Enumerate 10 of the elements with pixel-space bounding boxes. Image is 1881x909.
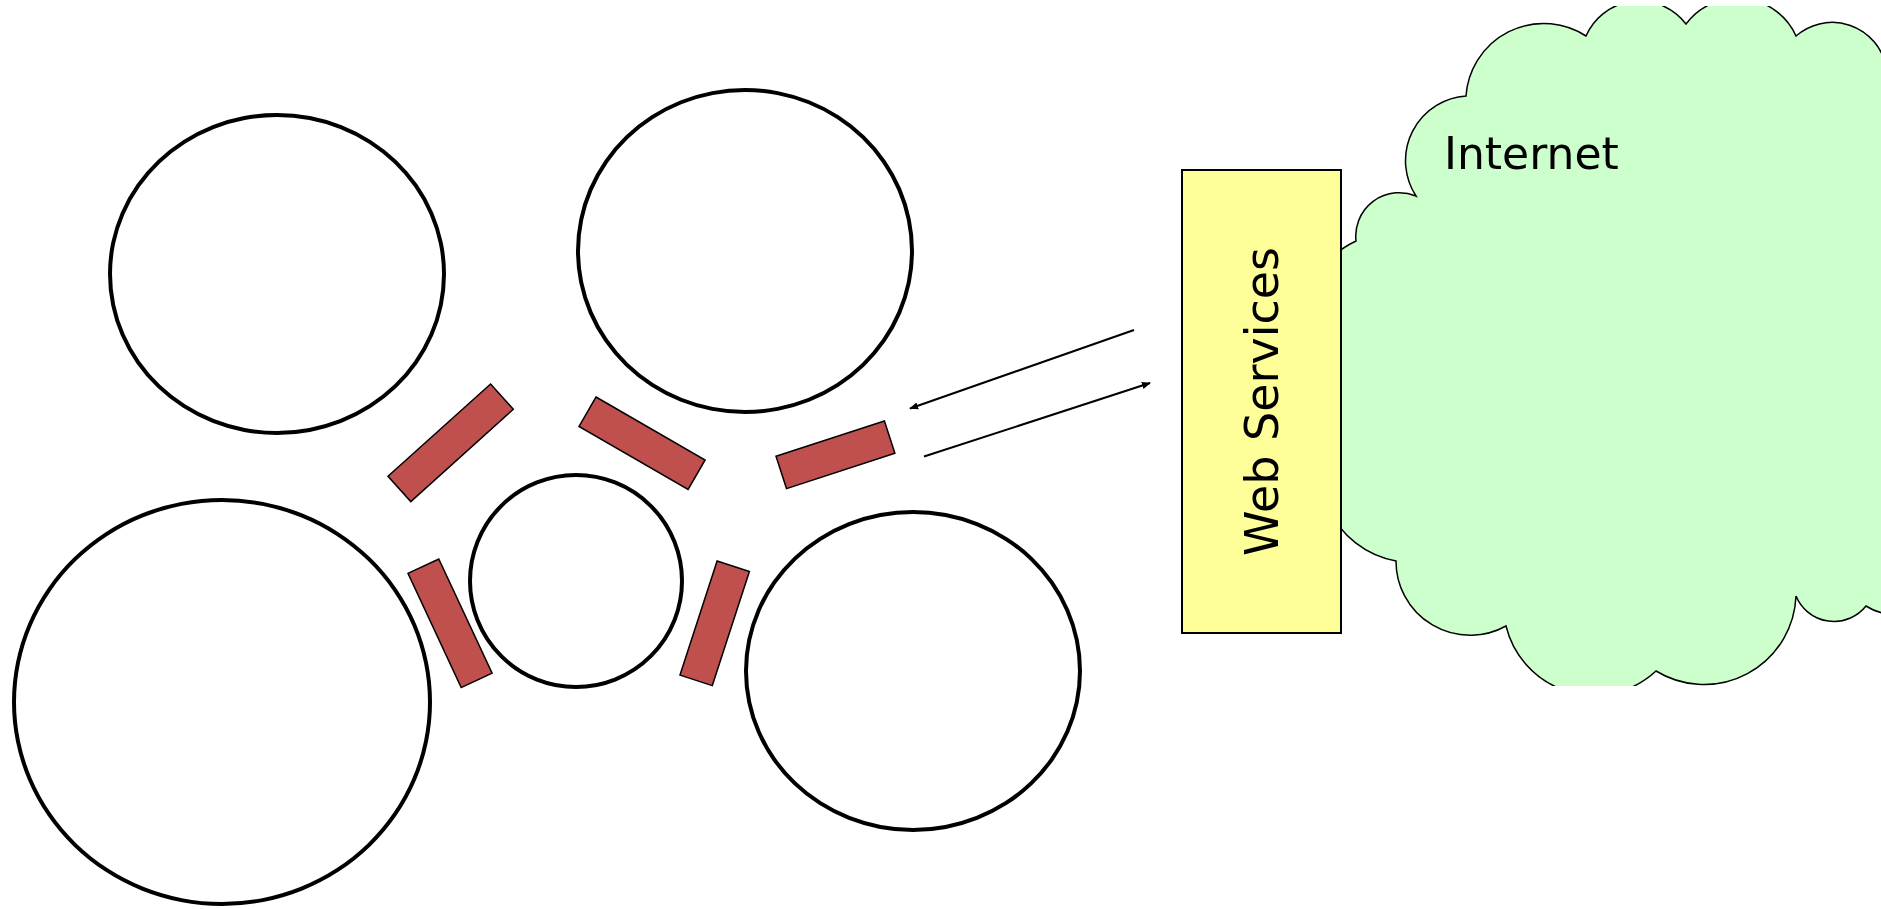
vertical-box	[1181, 169, 1342, 634]
bar	[773, 419, 897, 491]
box-label: Web Services	[1234, 247, 1289, 556]
bar	[678, 558, 752, 688]
bar	[405, 556, 494, 690]
bar	[386, 382, 516, 504]
arrow	[909, 328, 1135, 409]
bar	[576, 394, 708, 492]
cloud-label: Internet	[1444, 128, 1619, 179]
arrow	[923, 381, 1151, 457]
